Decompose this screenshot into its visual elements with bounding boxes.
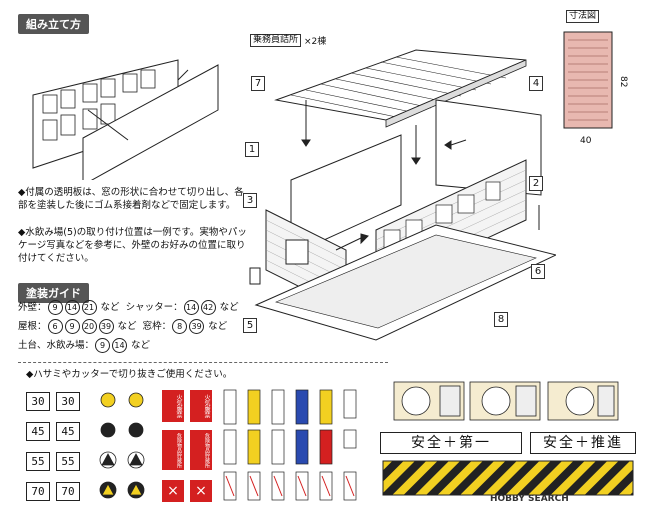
building-count: ×2棟 xyxy=(304,37,327,47)
speed-sign: 55 xyxy=(56,452,80,471)
callout-8: 8 xyxy=(494,312,508,327)
dimension-width: 40 xyxy=(580,136,592,146)
speed-sign: 70 xyxy=(56,482,80,501)
speed-sign: 30 xyxy=(56,392,80,411)
building-exploded-illustration xyxy=(249,49,556,341)
building-label: 乗務員詰所 xyxy=(250,34,302,47)
wall-glass-illustration xyxy=(32,59,219,180)
small-signs-grid xyxy=(223,389,357,501)
callout-2: 2 xyxy=(529,176,543,191)
marker-icons xyxy=(99,392,145,499)
speed-sign: 45 xyxy=(56,422,80,441)
prohibit-sign: × xyxy=(162,480,184,502)
cut-line xyxy=(18,362,388,363)
speed-sign: 70 xyxy=(26,482,50,501)
hazard-stripe xyxy=(382,460,634,496)
speed-sign: 55 xyxy=(26,452,50,471)
watermark: HOBBY SEARCH xyxy=(490,494,569,504)
cutout-note: ◆ハサミやカッターで切り抜きご使用ください。 xyxy=(26,369,233,380)
slogan-safety-promotion: 安全＋推進 xyxy=(530,432,636,454)
callout-7: 7 xyxy=(251,76,265,91)
ac-units xyxy=(393,381,619,421)
callout-5: 5 xyxy=(243,318,257,333)
dimension-height: 82 xyxy=(618,76,628,88)
assembly-note-1: ◆付属の透明板は、窓の形状に合わせて切り出し、各部を塗装した後にゴム系接着剤など… xyxy=(18,187,244,211)
hazard-sign: 危険物品貯蔵所 xyxy=(162,430,184,470)
speed-sign: 30 xyxy=(26,392,50,411)
prohibit-sign: × xyxy=(190,480,212,502)
dimension-drawing xyxy=(563,31,613,129)
callout-1: 1 xyxy=(245,142,259,157)
callout-4: 4 xyxy=(529,76,543,91)
speed-sign: 45 xyxy=(26,422,50,441)
callout-3: 3 xyxy=(243,193,257,208)
assembly-note-2: ◆水飲み場(5)の取り付け位置は一例です。実物やパッケージ写真などを参考に、外壁… xyxy=(18,227,247,264)
fire-sign: 火気厳禁 xyxy=(190,390,212,422)
callout-6: 6 xyxy=(531,264,545,279)
hazard-sign: 危険物品貯蔵所 xyxy=(190,430,212,470)
slogan-safety-first: 安全＋第一 xyxy=(380,432,522,454)
paint-guide-title: 塗装ガイド xyxy=(18,283,89,303)
fire-sign: 火気厳禁 xyxy=(162,390,184,422)
dimension-title: 寸法図 xyxy=(566,10,600,23)
assembly-title: 組み立て方 xyxy=(18,14,89,34)
